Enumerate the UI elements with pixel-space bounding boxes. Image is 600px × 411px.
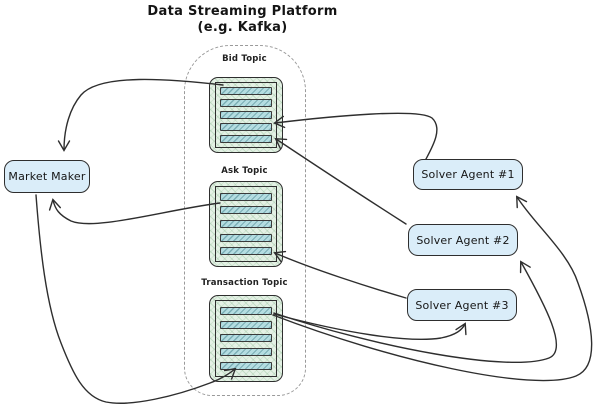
solver-agent-3-label: Solver Agent #3: [415, 298, 509, 312]
diagram-title-line1: Data Streaming Platform: [147, 4, 338, 19]
partition-bar: [220, 192, 272, 201]
solver-agent-1-node[interactable]: Solver Agent #1: [413, 159, 523, 190]
ask-topic-document-inner: [215, 186, 277, 262]
diagram-title: Data Streaming Platform (e.g. Kafka): [140, 4, 345, 36]
transaction-topic-document-inner: [215, 300, 277, 377]
partition-bar: [220, 334, 272, 343]
partition-bar: [220, 348, 272, 357]
partition-bar: [220, 135, 272, 143]
partition-bar: [220, 306, 272, 315]
solver-agent-1-label: Solver Agent #1: [421, 168, 515, 181]
partition-bar: [220, 320, 272, 329]
partition-bar: [220, 247, 272, 256]
transaction-topic-document[interactable]: [209, 295, 283, 382]
partition-bar: [220, 99, 272, 107]
partition-bar: [220, 206, 272, 215]
partition-bar: [220, 219, 272, 228]
market-maker-node[interactable]: Market Maker: [4, 160, 90, 193]
partition-bar: [220, 233, 272, 242]
diagram-title-line2: (e.g. Kafka): [197, 20, 288, 35]
partition-bar: [220, 123, 272, 131]
ask-topic-label: Ask Topic: [221, 166, 268, 176]
bid-topic-document-inner: [215, 82, 277, 148]
market-maker-label: Market Maker: [8, 170, 86, 183]
solver-agent-2-label: Solver Agent #2: [416, 233, 510, 247]
bid-topic-document[interactable]: [209, 77, 283, 153]
solver-agent-2-node[interactable]: Solver Agent #2: [408, 224, 518, 256]
partition-bar: [220, 362, 272, 371]
transaction-topic-label: Transaction Topic: [201, 278, 288, 288]
partition-bar: [220, 87, 272, 95]
partition-bar: [220, 111, 272, 119]
solver-agent-3-node[interactable]: Solver Agent #3: [407, 289, 517, 321]
bid-topic-label: Bid Topic: [222, 54, 267, 64]
ask-topic-document[interactable]: [209, 181, 283, 267]
